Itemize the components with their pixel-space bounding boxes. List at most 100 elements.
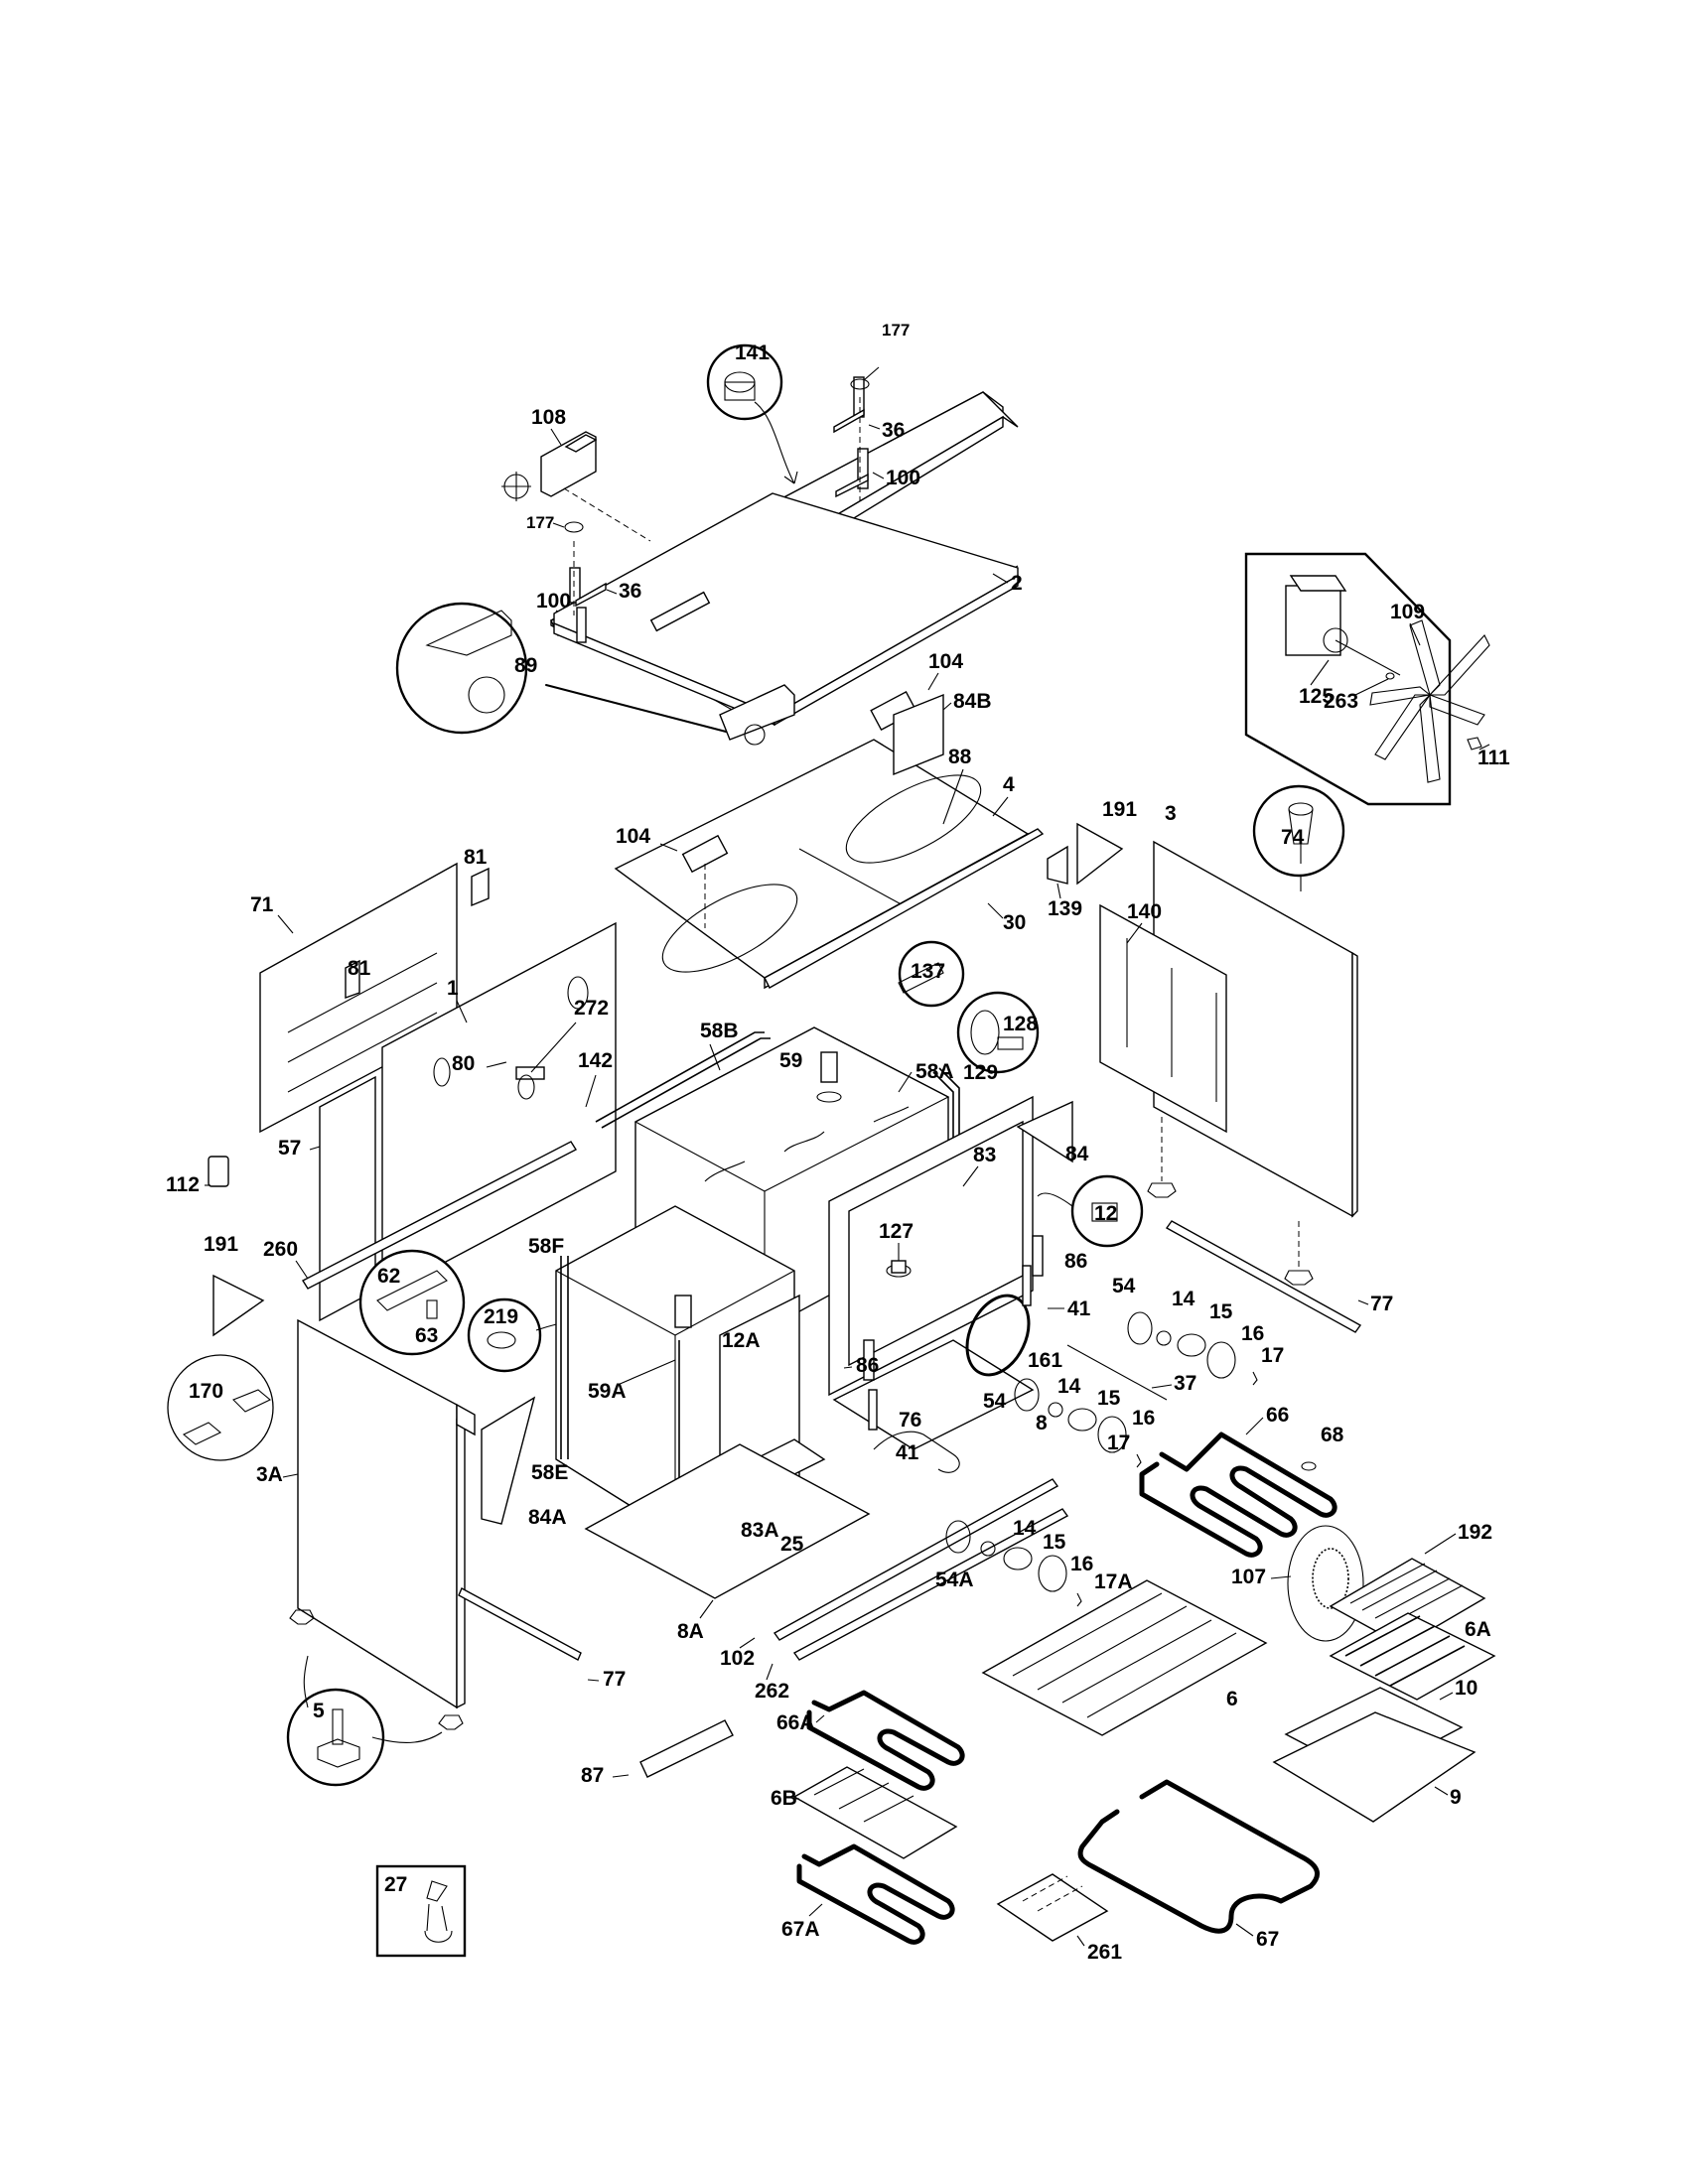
callout-219: 219 [484, 1305, 518, 1328]
callout-16: 16 [1132, 1407, 1155, 1430]
callout-128: 128 [1003, 1013, 1038, 1035]
callout-4: 4 [1003, 773, 1015, 796]
door-gasket-161 [965, 1294, 1031, 1377]
callout-84B: 84B [953, 690, 992, 713]
rail-77-left [458, 1587, 582, 1661]
part-112 [208, 1156, 229, 1187]
callout-142: 142 [578, 1049, 613, 1072]
callout-41: 41 [1067, 1297, 1091, 1320]
callout-14: 14 [1172, 1288, 1196, 1310]
callout-68: 68 [1321, 1424, 1344, 1446]
fan-blade-icon [1369, 619, 1490, 783]
callout-15: 15 [1097, 1387, 1121, 1410]
callout-labels: 141 177 36 100 108 177 100 36 2 89 104 8… [166, 321, 1510, 1964]
callout-109: 109 [1390, 601, 1425, 623]
callout-6B: 6B [771, 1787, 797, 1810]
callout-15: 15 [1043, 1531, 1066, 1554]
callout-54: 54 [1112, 1275, 1136, 1297]
callout-263: 263 [1324, 690, 1358, 713]
inset-74-knob [1252, 784, 1345, 891]
callout-16: 16 [1241, 1322, 1264, 1345]
callout-272: 272 [574, 997, 609, 1020]
rear-vent-107 [1287, 1525, 1364, 1642]
callout-81: 81 [348, 957, 371, 980]
callout-100: 100 [536, 590, 571, 613]
bracket-87 [639, 1719, 734, 1778]
callout-71: 71 [250, 893, 274, 916]
part-12-inset [1037, 1174, 1144, 1248]
callout-58F: 58F [528, 1235, 564, 1258]
callout-14: 14 [1057, 1375, 1081, 1398]
inset-170-clips [167, 1354, 274, 1461]
callout-37: 37 [1174, 1372, 1196, 1395]
bracket-84A [481, 1396, 536, 1525]
callout-14: 14 [1013, 1517, 1037, 1540]
callout-59: 59 [779, 1049, 802, 1072]
rail-77-right [1165, 1220, 1362, 1333]
light-assembly-lower [945, 1520, 1082, 1607]
callout-86: 86 [856, 1354, 879, 1377]
callout-80: 80 [452, 1052, 475, 1075]
callout-112: 112 [166, 1173, 200, 1196]
rear-panel-71 [259, 862, 458, 1134]
callout-191: 191 [1102, 798, 1137, 821]
callout-5: 5 [313, 1700, 325, 1722]
callout-139: 139 [1048, 897, 1082, 920]
callout-8A: 8A [677, 1620, 704, 1643]
leveler-feet-right [1147, 1117, 1314, 1286]
light-assembly-middle [1014, 1378, 1142, 1468]
callout-25: 25 [780, 1533, 804, 1556]
part-137-inset [898, 940, 965, 1008]
inset-62-63-terminal-block [358, 1249, 466, 1356]
part-272-and-80 [486, 1061, 535, 1100]
latch-assembly [719, 684, 795, 746]
callout-261: 261 [1087, 1941, 1122, 1964]
callout-59A: 59A [588, 1380, 627, 1403]
tray-261 [996, 1873, 1109, 1942]
callout-125: 125 [1299, 685, 1334, 708]
callout-161: 161 [1028, 1349, 1062, 1372]
bracket-191-right [1076, 822, 1124, 886]
sensor-37 [1066, 1344, 1168, 1401]
convection-fan-kit [1244, 552, 1490, 806]
callout-3A: 3A [256, 1463, 283, 1486]
callout-1: 1 [447, 977, 459, 1000]
brackets-top [564, 376, 870, 643]
bake-element-76 [873, 1431, 960, 1473]
callout-88: 88 [948, 746, 972, 768]
rails-102-262 [773, 1478, 1069, 1661]
callout-140: 140 [1127, 900, 1162, 923]
callout-81: 81 [464, 846, 488, 869]
callout-111: 111 [1477, 747, 1510, 769]
callout-83: 83 [973, 1144, 996, 1166]
callout-27: 27 [384, 1873, 407, 1896]
callout-107: 107 [1231, 1566, 1266, 1588]
callout-192: 192 [1458, 1521, 1492, 1544]
callout-87: 87 [581, 1764, 604, 1787]
bake-element-67 [1077, 1779, 1320, 1934]
callout-102: 102 [720, 1647, 755, 1670]
inset-5-leveling-leg [286, 1655, 443, 1787]
callout-191: 191 [204, 1233, 238, 1256]
callout-67: 67 [1256, 1928, 1279, 1951]
callout-8: 8 [1036, 1412, 1048, 1434]
callout-66A: 66A [776, 1711, 815, 1734]
callout-170: 170 [189, 1380, 223, 1403]
callout-108: 108 [531, 406, 566, 429]
side-panel-3A [297, 1318, 476, 1709]
callout-137: 137 [911, 960, 945, 983]
callout-89: 89 [514, 654, 537, 677]
inset-27-clip-box [375, 1864, 467, 1958]
callout-10: 10 [1455, 1677, 1477, 1700]
leveler-feet-left [289, 1609, 464, 1730]
callout-76: 76 [899, 1409, 921, 1432]
callout-15: 15 [1209, 1300, 1233, 1323]
callout-2: 2 [1011, 572, 1023, 595]
callout-12A: 12A [722, 1329, 761, 1352]
inset-141-fan-motor-switch [706, 343, 798, 484]
callout-260: 260 [263, 1238, 298, 1261]
top-panel-outline [553, 492, 1019, 727]
callout-83A: 83A [741, 1519, 779, 1542]
hinge-receptacles-86-41 [863, 1235, 1044, 1431]
callout-100: 100 [886, 467, 920, 489]
